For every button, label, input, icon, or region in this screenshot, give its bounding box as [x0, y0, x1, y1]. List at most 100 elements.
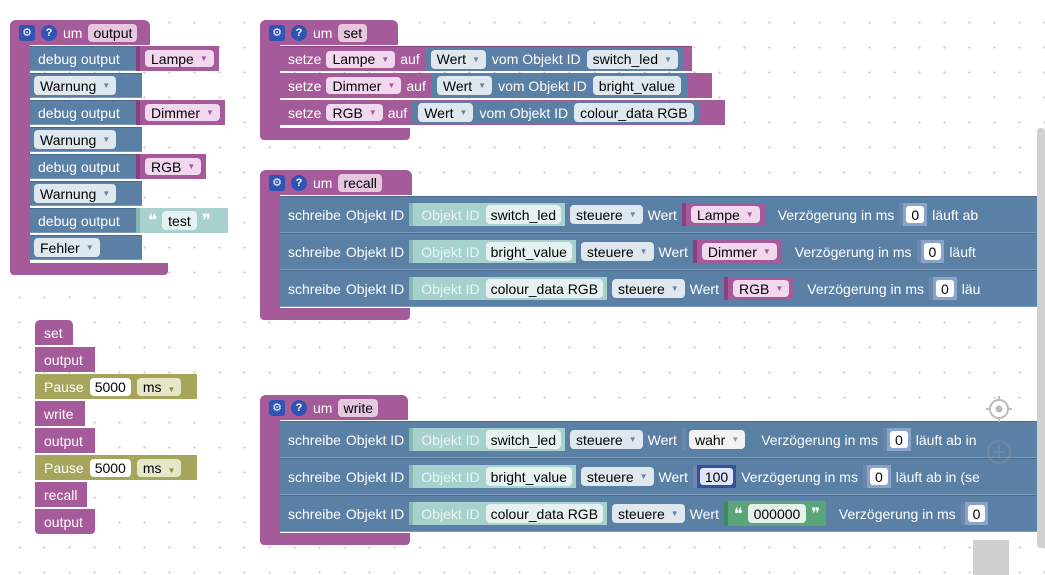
- write-row-2[interactable]: schreibe Objekt ID Objekt ID bright_valu…: [280, 458, 1037, 495]
- gear-icon[interactable]: ⚙: [269, 174, 285, 191]
- wert-dropdown[interactable]: Wert: [418, 103, 474, 122]
- object-id-input[interactable]: Objekt ID switch_led: [409, 203, 566, 226]
- function-name-set[interactable]: set: [338, 23, 368, 42]
- pause-block-1[interactable]: Pause 5000 ms: [35, 374, 197, 399]
- zoom-plus-icon[interactable]: [985, 438, 1013, 466]
- object-id-value[interactable]: colour_data RGB: [485, 279, 604, 298]
- call-write[interactable]: write: [35, 401, 85, 426]
- object-id-value[interactable]: switch_led: [485, 430, 562, 449]
- var-dimmer-label[interactable]: Dimmer: [145, 104, 220, 121]
- setze-row-2[interactable]: setze Dimmer auf Wert vom Objekt ID brig…: [280, 73, 712, 98]
- delay-input[interactable]: 0: [923, 243, 942, 260]
- help-icon[interactable]: ?: [291, 399, 307, 416]
- function-name-recall[interactable]: recall: [338, 173, 382, 192]
- help-icon[interactable]: ?: [41, 24, 57, 41]
- debug-output-row-4[interactable]: debug output: [30, 208, 142, 233]
- pause-value-input[interactable]: 5000: [89, 377, 131, 396]
- setze-var-rgb[interactable]: RGB: [326, 104, 383, 121]
- var-rgb[interactable]: RGB: [136, 154, 207, 179]
- level-dropdown-3[interactable]: Warnung: [34, 184, 117, 203]
- value-var-lampe[interactable]: Lampe: [690, 206, 760, 223]
- delay-input[interactable]: 0: [869, 468, 888, 485]
- level-dropdown-1[interactable]: Warnung: [34, 76, 117, 95]
- setze-row-3[interactable]: setze RGB auf Wert vom Objekt ID colour_…: [280, 100, 725, 125]
- var-rgb-label[interactable]: RGB: [145, 158, 202, 175]
- setze-row-1[interactable]: setze Lampe auf Wert vom Objekt ID switc…: [280, 46, 692, 71]
- steuere-dropdown[interactable]: steuere: [612, 279, 685, 298]
- call-recall[interactable]: recall: [35, 482, 87, 507]
- text-literal-test[interactable]: ❝ test ❞: [136, 208, 228, 233]
- write-block-header[interactable]: ⚙ ? um write: [260, 395, 408, 420]
- delay-input[interactable]: 0: [967, 505, 986, 522]
- debug-output-row-3[interactable]: debug output: [30, 154, 142, 179]
- object-id-input[interactable]: Objekt ID colour_data RGB: [409, 277, 608, 300]
- pause-unit-dropdown[interactable]: ms: [136, 458, 182, 477]
- wert-dropdown[interactable]: Wert: [430, 49, 486, 69]
- level-dropdown-2[interactable]: Warnung: [34, 130, 117, 149]
- crosshair-icon[interactable]: [985, 395, 1013, 423]
- delay-input[interactable]: 0: [935, 280, 954, 297]
- setze-var-dimmer[interactable]: Dimmer: [326, 77, 402, 94]
- output-block-header[interactable]: ⚙ ? um output: [10, 20, 150, 45]
- object-id-value[interactable]: bright_value: [485, 467, 572, 486]
- value-var-rgb[interactable]: RGB: [732, 280, 790, 297]
- delay-input[interactable]: 0: [889, 431, 908, 448]
- setze-var-lampe[interactable]: Lampe: [326, 50, 396, 68]
- text-value[interactable]: test: [162, 211, 197, 230]
- gear-icon[interactable]: ⚙: [269, 24, 285, 41]
- object-id-input[interactable]: Objekt ID bright_value: [409, 240, 576, 263]
- var-dimmer[interactable]: Dimmer: [136, 100, 225, 125]
- text-literal[interactable]: ❝ 000000 ❞: [723, 501, 826, 526]
- call-output[interactable]: output: [35, 347, 95, 372]
- set-block-header[interactable]: ⚙ ? um set: [260, 20, 398, 45]
- object-id-input[interactable]: Objekt ID colour_data RGB: [409, 502, 608, 525]
- steuere-dropdown[interactable]: steuere: [570, 430, 643, 449]
- level-row-3[interactable]: Warnung: [30, 181, 142, 206]
- delay-input[interactable]: 0: [906, 206, 925, 223]
- debug-output-row-1[interactable]: debug output: [30, 46, 142, 71]
- write-row-3[interactable]: schreibe Objekt ID Objekt ID colour_data…: [280, 495, 1037, 532]
- write-row-1[interactable]: schreibe Objekt ID Objekt ID switch_led …: [280, 421, 1037, 458]
- level-row-2[interactable]: Warnung: [30, 127, 142, 152]
- pause-unit-dropdown[interactable]: ms: [136, 377, 182, 396]
- wert-dropdown[interactable]: Wert: [436, 76, 493, 95]
- gear-icon[interactable]: ⚙: [269, 399, 285, 416]
- debug-output-row-2[interactable]: debug output: [30, 100, 142, 125]
- var-lampe-label[interactable]: Lampe: [145, 50, 214, 67]
- pause-block-2[interactable]: Pause 5000 ms: [35, 455, 197, 480]
- function-name-write[interactable]: write: [338, 398, 379, 417]
- trash-can-icon[interactable]: [973, 540, 1009, 575]
- recall-block-header[interactable]: ⚙ ? um recall: [260, 170, 412, 195]
- recall-row-2[interactable]: schreibe Objekt ID Objekt ID bright_valu…: [280, 233, 1037, 270]
- object-id-value[interactable]: switch_led: [485, 205, 562, 224]
- pause-value-input[interactable]: 5000: [89, 458, 131, 477]
- boolean-dropdown[interactable]: wahr: [688, 430, 746, 449]
- object-id-value[interactable]: bright_value: [485, 242, 572, 261]
- recall-row-1[interactable]: schreibe Objekt ID Objekt ID switch_led …: [280, 196, 1037, 233]
- object-id-field[interactable]: switch_led: [586, 49, 678, 69]
- recall-row-3[interactable]: schreibe Objekt ID Objekt ID colour_data…: [280, 270, 1037, 307]
- object-id-value[interactable]: colour_data RGB: [485, 504, 604, 523]
- steuere-dropdown[interactable]: steuere: [580, 467, 654, 486]
- object-id-value[interactable]: bright_value: [592, 76, 682, 95]
- help-icon[interactable]: ?: [291, 24, 307, 41]
- value-var-dimmer[interactable]: Dimmer: [701, 243, 777, 260]
- vertical-scrollbar[interactable]: [1037, 128, 1045, 548]
- call-set[interactable]: set: [35, 320, 73, 345]
- number-input[interactable]: 100: [699, 468, 734, 485]
- function-name-output[interactable]: output: [88, 23, 138, 42]
- level-row-4[interactable]: Fehler: [30, 235, 142, 260]
- object-id-input[interactable]: Objekt ID bright_value: [409, 465, 576, 488]
- call-output[interactable]: output: [35, 428, 95, 453]
- call-output[interactable]: output: [35, 509, 95, 534]
- help-icon[interactable]: ?: [291, 174, 307, 191]
- steuere-dropdown[interactable]: steuere: [580, 242, 654, 261]
- steuere-dropdown[interactable]: steuere: [612, 504, 685, 523]
- level-row-1[interactable]: Warnung: [30, 73, 142, 98]
- object-id-value[interactable]: colour_data RGB: [574, 103, 694, 122]
- level-dropdown-4[interactable]: Fehler: [34, 238, 100, 257]
- text-value[interactable]: 000000: [747, 504, 807, 523]
- gear-icon[interactable]: ⚙: [19, 24, 35, 41]
- object-id-input[interactable]: Objekt ID switch_led: [409, 428, 566, 451]
- var-lampe[interactable]: Lampe: [136, 46, 219, 71]
